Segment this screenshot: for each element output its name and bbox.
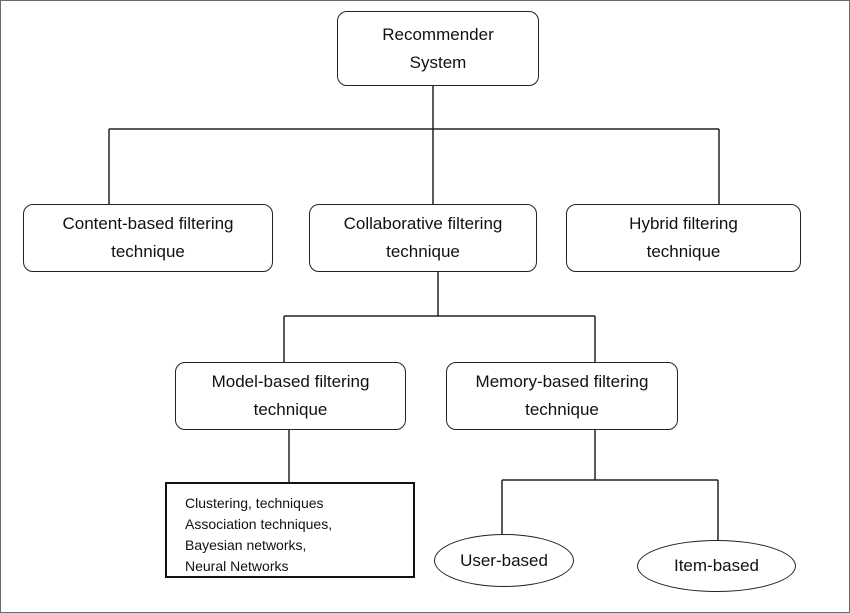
model-techniques-box: Clustering, techniques Association techn… [165, 482, 415, 578]
node-label: Item-based [673, 556, 760, 575]
node-label: technique [253, 400, 328, 419]
node-label: Model-based filtering [211, 372, 370, 391]
node-label: User-based [460, 550, 548, 570]
node-label: Recommender [382, 24, 494, 44]
node-label: technique [525, 400, 599, 419]
node-label: technique [111, 242, 185, 261]
node-label: Collaborative filtering [343, 214, 503, 233]
hybrid-node: Hybrid filtering technique [566, 204, 801, 272]
technique-item: Neural Networks [185, 558, 289, 574]
technique-item: Bayesian networks, [185, 537, 307, 553]
node-label: Hybrid filtering [629, 214, 738, 233]
user-based-node: User-based [434, 534, 574, 587]
memory-based-node: Memory-based filtering technique [446, 362, 678, 430]
technique-item: Clustering, techniques [185, 495, 324, 511]
item-based-node: Item-based [637, 540, 796, 592]
model-based-node: Model-based filtering technique [175, 362, 406, 430]
node-label: technique [646, 242, 721, 261]
node-label: Content-based filtering [62, 214, 234, 233]
node-label: technique [386, 242, 460, 261]
node-label: Memory-based filtering [475, 372, 649, 391]
collaborative-node: Collaborative filtering technique [309, 204, 537, 272]
content-based-node: Content-based filtering technique [23, 204, 273, 272]
recommender-system-node: Recommender System [337, 11, 539, 86]
node-label: System [409, 52, 467, 72]
technique-item: Association techniques, [185, 516, 333, 532]
